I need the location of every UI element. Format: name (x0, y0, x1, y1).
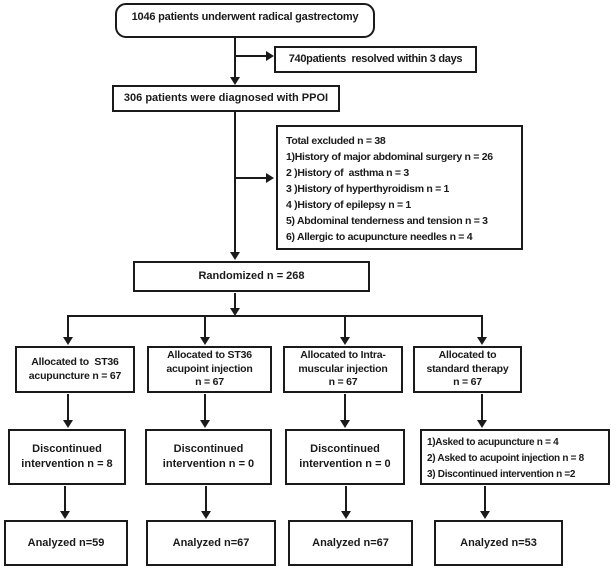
box-analyzed-standard-therapy: Analyzed n=53 (434, 520, 563, 566)
arrowhead-arm1 (63, 337, 73, 345)
split-arm1-line (67, 316, 69, 337)
alloc1-line-2: acupuncture n = 67 (28, 369, 122, 382)
excluded-line-2: 2 )History of asthma n = 3 (286, 167, 409, 179)
arrowhead-disc4 (477, 420, 487, 428)
arrowhead-to-resolved (266, 51, 274, 61)
connector-alloc1-to-disc1-line (67, 394, 69, 420)
box-alloc-standard-therapy: Allocated to standard therapy n = 67 (413, 346, 522, 393)
box-randomized-text: Randomized n = 268 (198, 270, 305, 283)
box-diagnosed-ppoi: 306 patients were diagnosed with PPOI (112, 85, 340, 112)
alloc4-line-2: standard therapy (426, 362, 509, 375)
box-radical-gastrectomy: 1046 patients underwent radical gastrect… (115, 3, 375, 38)
split-horizontal-line (67, 315, 483, 317)
alloc4-line-1: Allocated to (438, 348, 497, 361)
alloc2-line-1: Allocated to ST36 (167, 348, 252, 361)
alloc1-line-1: Allocated to ST36 (31, 355, 119, 368)
box-resolved-text: 740patients resolved within 3 days (288, 53, 463, 66)
alloc3-line-1: Allocated to Intra- (300, 348, 386, 361)
analyzed4-text: Analyzed n=53 (460, 536, 537, 549)
connector-alloc2-to-disc2-line (204, 394, 206, 420)
analyzed3-text: Analyzed n=67 (312, 536, 389, 549)
alloc2-line-2: acupoint injection (166, 362, 253, 375)
arrowhead-arm2 (200, 337, 210, 345)
disc2-line-1: Discontinued (173, 443, 244, 456)
connector-disc1-to-analyzed1-line (64, 486, 66, 511)
arrowhead-to-excluded (266, 173, 274, 183)
box-alloc-st36-acupoint-injection: Allocated to ST36 acupoint injection n =… (147, 346, 272, 393)
box-total-excluded: Total excluded n = 38 1)History of major… (276, 125, 523, 250)
split-arm3-line (344, 316, 346, 337)
excluded-line-4: 4 )History of epilepsy n = 1 (286, 199, 411, 211)
box-randomized: Randomized n = 268 (133, 261, 370, 292)
excluded-line-6: 6) Allergic to acupuncture needles n = 4 (286, 231, 473, 243)
box-alloc-st36-acupuncture: Allocated to ST36 acupuncture n = 67 (15, 346, 135, 393)
arrowhead-arm3 (340, 337, 350, 345)
arrowhead-analyzed2 (201, 511, 211, 519)
connector-ppoi-to-randomized-line (234, 112, 236, 253)
arrowhead-disc3 (340, 420, 350, 428)
alloc2-line-3: n = 67 (195, 376, 224, 389)
connector-randomized-to-split-line (234, 293, 236, 309)
box-standard-therapy-deviations: 1)Asked to acupuncture n = 4 2) Asked to… (420, 429, 610, 485)
arrowhead-arm4 (477, 337, 487, 345)
analyzed2-text: Analyzed n=67 (172, 536, 250, 549)
excluded-line-3: 3 )History of hyperthyroidism n = 1 (286, 183, 450, 195)
box-radical-gastrectomy-text: 1046 patients underwent radical gastrect… (131, 11, 359, 23)
arrowhead-disc1 (63, 420, 73, 428)
alloc4-line-3: n = 67 (453, 376, 482, 389)
alloc3-line-2: muscular injection (298, 362, 388, 375)
box-discontinued-acupoint-injection: Discontinued intervention n = 0 (145, 429, 272, 485)
box-alloc-intramuscular-injection: Allocated to Intra- muscular injection n… (283, 346, 403, 393)
connector-alloc4-to-disc4-line (481, 394, 483, 420)
arrowhead-disc2 (200, 420, 210, 428)
excluded-line-5: 5) Abdominal tenderness and tension n = … (286, 215, 488, 227)
connector-top-to-ppoi-line (234, 38, 236, 78)
connector-disc4-to-analyzed4-line (484, 486, 486, 511)
disc3-line-1: Discontinued (310, 443, 380, 456)
connector-alloc3-to-disc3-line (344, 394, 346, 420)
connector-disc2-to-analyzed2-line (205, 486, 207, 511)
box-analyzed-acupoint-injection: Analyzed n=67 (146, 520, 276, 566)
alloc3-line-3: n = 67 (328, 376, 358, 389)
connector-branch-excluded-line (236, 177, 266, 179)
arrowhead-analyzed3 (341, 511, 351, 519)
arrowhead-analyzed1 (60, 511, 70, 519)
arrowhead-to-randomized (230, 252, 240, 260)
disc1-line-2: intervention n = 8 (21, 458, 113, 470)
arrowhead-to-ppoi (230, 77, 240, 85)
box-analyzed-intramuscular: Analyzed n=67 (288, 520, 413, 566)
box-diagnosed-ppoi-text: 306 patients were diagnosed with PPOI (123, 92, 329, 105)
split-arm4-line (481, 316, 483, 337)
excluded-line-1: 1)History of major abdominal surgery n =… (286, 151, 493, 163)
split-arm2-line (204, 316, 206, 337)
connector-disc3-to-analyzed3-line (345, 486, 347, 511)
disc1-line-1: Discontinued (32, 443, 102, 456)
box-resolved-within-3-days: 740patients resolved within 3 days (274, 46, 477, 73)
disc2-line-2: intervention n = 0 (162, 458, 255, 470)
connector-branch-resolved-line (236, 55, 266, 57)
arrowhead-analyzed4 (480, 511, 490, 519)
box-discontinued-acupuncture: Discontinued intervention n = 8 (8, 429, 126, 485)
box-discontinued-intramuscular: Discontinued intervention n = 0 (285, 429, 405, 485)
analyzed1-text: Analyzed n=59 (27, 536, 105, 549)
excluded-line-total: Total excluded n = 38 (286, 135, 386, 147)
box-analyzed-acupuncture: Analyzed n=59 (4, 520, 128, 566)
disc4-line-2: 2) Asked to acupoint injection n = 8 (427, 453, 584, 464)
disc4-line-3: 3) Discontinued intervention n =2 (427, 469, 576, 480)
disc4-line-1: 1)Asked to acupuncture n = 4 (427, 437, 559, 448)
disc3-line-2: intervention n = 0 (299, 458, 391, 470)
arrowhead-to-split (230, 308, 240, 316)
